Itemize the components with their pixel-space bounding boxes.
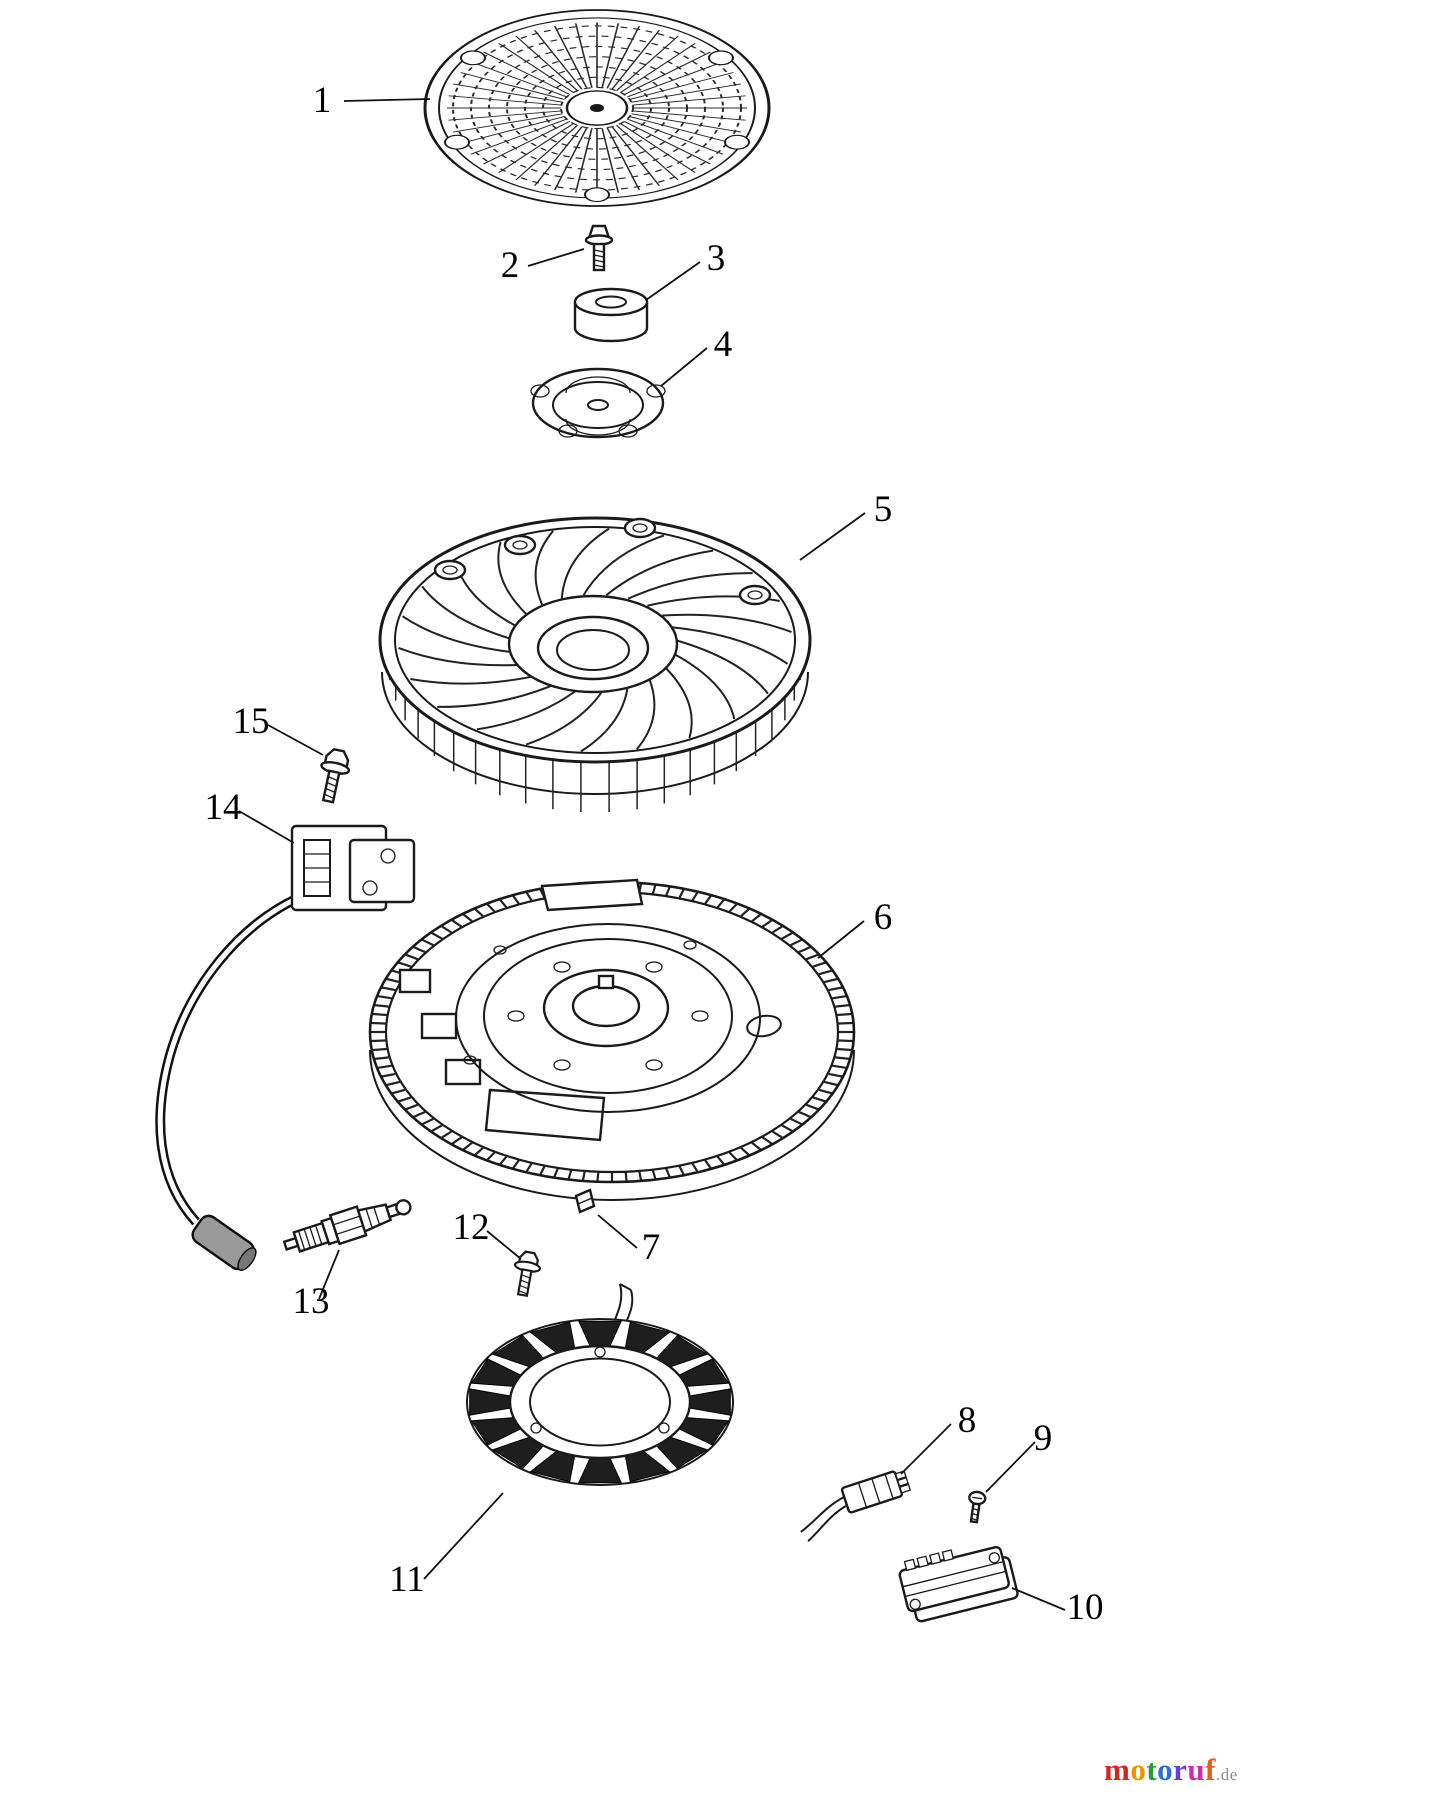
wm-letter-m: m xyxy=(1104,1752,1131,1787)
leader-2 xyxy=(527,248,585,267)
part-label-2: 2 xyxy=(501,245,520,286)
part-3-spacer xyxy=(573,287,649,343)
part-2-bolt xyxy=(584,224,614,272)
leader-1 xyxy=(343,98,431,102)
leader-8 xyxy=(900,1423,952,1475)
part-10-regulator xyxy=(898,1545,1019,1623)
part-label-1: 1 xyxy=(313,80,332,121)
leader-15 xyxy=(267,724,324,756)
part-labels: 1 2 3 4 5 6 7 8 9 10 11 12 13 14 15 xyxy=(205,80,1104,1628)
part-6-flywheel xyxy=(368,878,856,1201)
wm-letter-o1: o xyxy=(1130,1752,1147,1787)
part-12-screw xyxy=(514,1250,542,1298)
part-label-6: 6 xyxy=(874,897,893,938)
part-label-8: 8 xyxy=(958,1400,977,1441)
part-label-11: 11 xyxy=(389,1559,425,1600)
wm-letter-f: f xyxy=(1205,1752,1216,1787)
part-5-cooling-fan xyxy=(378,516,812,812)
part-label-12: 12 xyxy=(453,1207,490,1248)
flywheel-bolt-holes xyxy=(507,961,709,1071)
part-15-screw xyxy=(320,747,351,804)
leader-7 xyxy=(597,1214,638,1249)
part-4-retainer xyxy=(530,367,666,439)
screen-mount-holes xyxy=(444,50,750,203)
leader-3 xyxy=(645,261,701,301)
part-14-ignition-module xyxy=(155,824,416,1272)
leader-4 xyxy=(660,347,708,387)
part-9-screw xyxy=(968,1490,987,1524)
leader-13 xyxy=(318,1249,340,1300)
leader-12 xyxy=(486,1230,522,1260)
part-label-10: 10 xyxy=(1067,1587,1104,1628)
wm-letter-r: r xyxy=(1173,1752,1188,1787)
plug-boot xyxy=(191,1214,257,1272)
flywheel-face-holes xyxy=(463,940,697,1065)
part-1-debris-screen xyxy=(423,9,771,207)
part-label-15: 15 xyxy=(233,701,270,742)
part-13-spark-plug xyxy=(282,1199,412,1253)
part-8-connector xyxy=(800,1470,912,1542)
leader-lines xyxy=(238,98,1066,1611)
part-7-key xyxy=(574,1188,596,1214)
part-label-7: 7 xyxy=(642,1227,661,1268)
part-label-13: 13 xyxy=(293,1281,330,1322)
motoruf-watermark: motoruf.de xyxy=(1104,1752,1238,1788)
leader-5 xyxy=(799,512,866,561)
wm-letter-t: t xyxy=(1146,1752,1158,1787)
leader-9 xyxy=(985,1441,1036,1493)
part-label-14: 14 xyxy=(205,787,242,828)
part-label-9: 9 xyxy=(1034,1418,1053,1459)
leader-10 xyxy=(1011,1587,1066,1611)
part-label-4: 4 xyxy=(714,324,733,365)
leader-11 xyxy=(423,1492,504,1580)
wm-suffix: .de xyxy=(1216,1765,1238,1784)
leader-14 xyxy=(238,810,295,844)
part-label-5: 5 xyxy=(874,489,893,530)
fan-bolt-towers xyxy=(433,517,772,606)
part-label-3: 3 xyxy=(707,238,726,279)
part-11-stator xyxy=(466,1283,734,1486)
wm-letter-o2: o xyxy=(1157,1752,1174,1787)
leader-6 xyxy=(817,920,865,959)
wm-letter-u: u xyxy=(1187,1752,1206,1787)
